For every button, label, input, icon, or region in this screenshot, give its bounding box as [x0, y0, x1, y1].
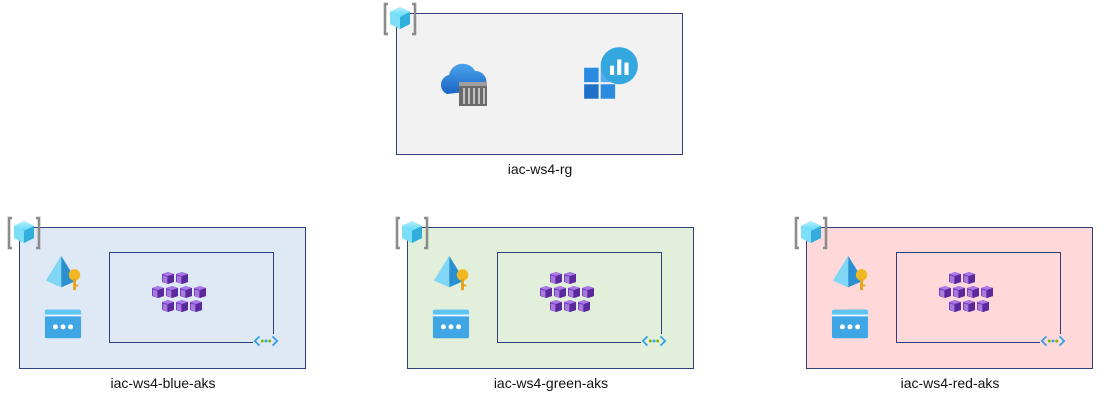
managed-identity-icon	[831, 253, 873, 293]
vnet-icon	[1040, 334, 1066, 348]
public-ip-icon	[44, 308, 82, 340]
public-ip-icon	[432, 308, 470, 340]
resource-group-label-blue: iac-ws4-blue-aks	[110, 375, 216, 391]
resource-group-icon	[792, 216, 830, 250]
vnet-icon	[641, 334, 667, 348]
vnet-box	[896, 252, 1061, 343]
vnet-box	[497, 252, 662, 343]
log-analytics-icon	[580, 45, 642, 107]
public-ip-icon	[831, 308, 869, 340]
container-registry-icon	[435, 57, 495, 109]
resource-group-icon	[393, 216, 431, 250]
resource-group-label-red: iac-ws4-red-aks	[900, 375, 1000, 391]
aks-cluster-icon	[152, 272, 216, 328]
aks-cluster-icon	[939, 272, 1003, 328]
resource-group-label-green: iac-ws4-green-aks	[493, 375, 609, 391]
resource-group-icon	[5, 216, 43, 250]
managed-identity-icon	[432, 253, 474, 293]
aks-cluster-icon	[540, 272, 604, 328]
vnet-icon	[253, 334, 279, 348]
vnet-box	[109, 252, 274, 343]
managed-identity-icon	[44, 253, 86, 293]
resource-group-icon	[381, 2, 419, 36]
resource-group-label-main: iac-ws4-rg	[507, 161, 573, 177]
